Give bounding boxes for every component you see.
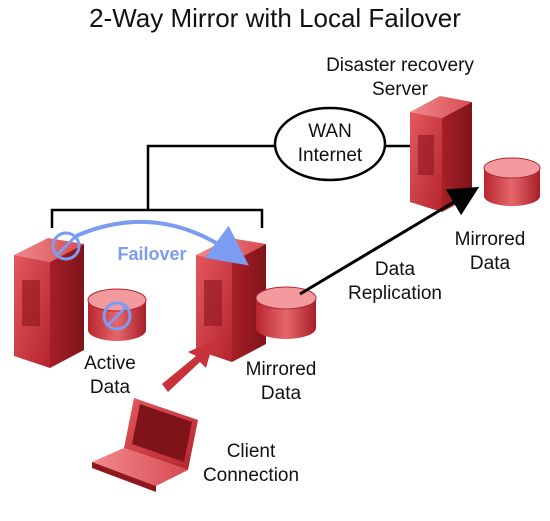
client-arrow xyxy=(162,340,214,392)
client-laptop xyxy=(92,398,198,492)
dr-server-label: Disaster recovery Server xyxy=(326,55,474,100)
active-server xyxy=(14,231,84,368)
failover-label: Failover xyxy=(117,244,187,264)
disabled-disk-icon xyxy=(102,301,132,331)
active-data-label: Active Data xyxy=(84,353,136,398)
network-lines xyxy=(50,144,412,228)
dr-server xyxy=(410,96,472,212)
disabled-icon xyxy=(51,231,81,261)
dr-mirrored-label: Mirrored Data xyxy=(454,229,526,274)
dr-disk xyxy=(483,157,541,206)
active-disk xyxy=(87,288,147,341)
data-replication-label: Data Replication xyxy=(348,259,442,304)
mirror-server xyxy=(196,238,266,362)
wan-cloud xyxy=(273,106,387,182)
failover-arrow xyxy=(75,220,249,266)
local-mirrored-label: Mirrored Data xyxy=(245,359,317,404)
replication-arrow xyxy=(299,186,480,296)
page-title: 2-Way Mirror with Local Failover xyxy=(89,3,461,33)
client-label: Client Connection xyxy=(202,441,300,486)
wan-label: WAN Internet xyxy=(297,121,363,166)
mirror-disk xyxy=(255,286,317,339)
